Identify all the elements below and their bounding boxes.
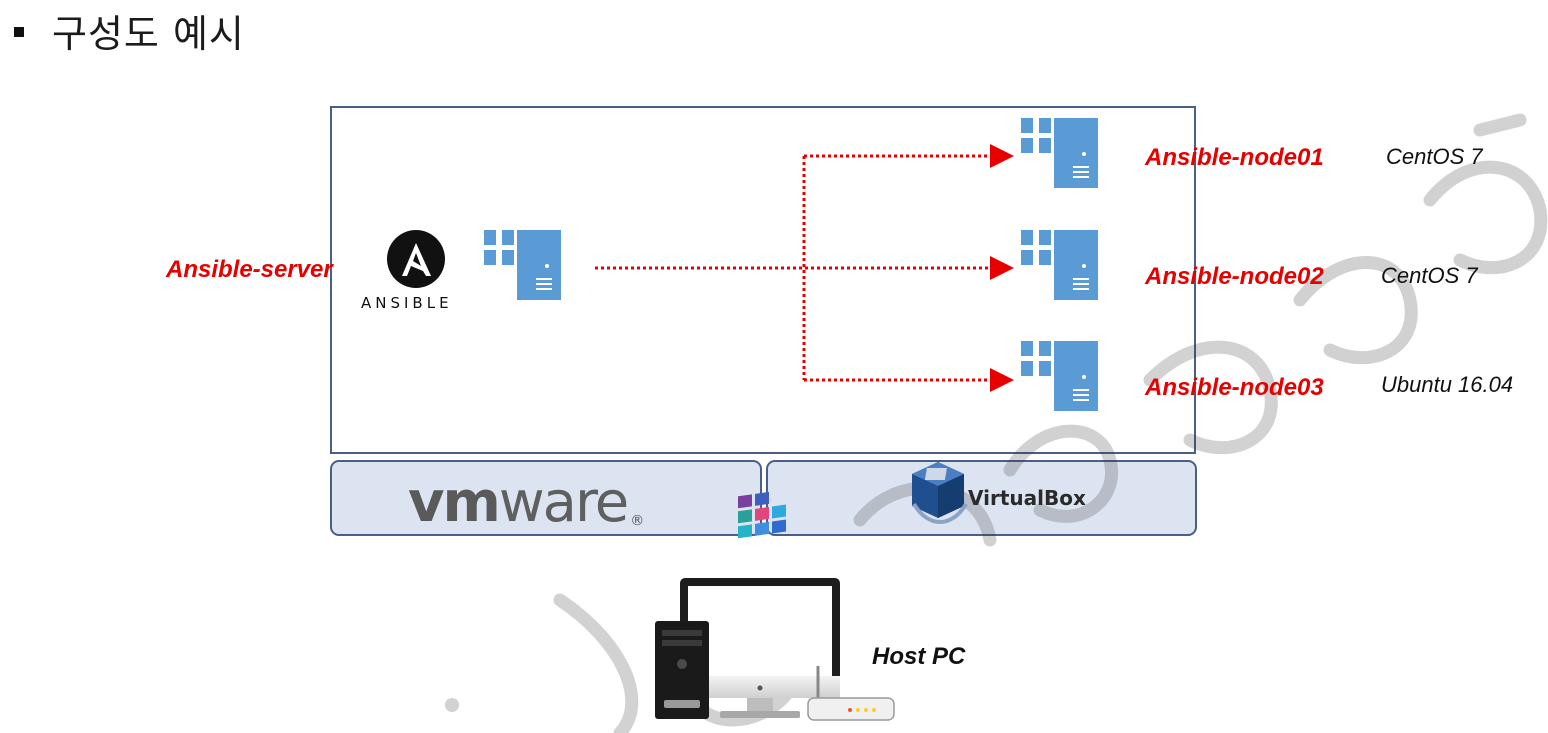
connector-lines [595,144,1014,392]
node-label-01: Ansible-node01 [1145,144,1324,171]
virtualbox-box [766,460,1197,536]
heading-title: 구성도 예시 [52,11,245,56]
vmware-logo-ware: ware [498,470,629,535]
server-icon [484,230,561,300]
bullet-icon [14,27,24,37]
vm-environment-box [330,106,1196,454]
vmware-logo-reg: ® [630,513,644,529]
node-label-03: Ansible-node03 [1145,374,1324,401]
node-os-01: CentOS 7 [1386,144,1483,169]
vmware-box [330,460,762,536]
server-icon [1021,118,1098,188]
node-os-02: CentOS 7 [1381,263,1478,288]
slide-heading: 구성도 예시 [14,2,245,58]
host-pc-icon [655,491,895,721]
virtualbox-label: VirtualBox [968,486,1086,510]
vmware-logo: vmware® [408,468,644,538]
vmware-logo-vm: vm [408,470,501,535]
server-label: Ansible-server [166,256,333,283]
watermark [445,113,1548,733]
virtualbox-icon [912,462,968,524]
ansible-logo-icon [387,230,445,288]
server-icon [1021,230,1098,300]
ansible-logo-text: ANSIBLE [361,294,453,312]
host-pc-label: Host PC [872,643,966,670]
node-os-03: Ubuntu 16.04 [1381,372,1514,397]
server-icon [1021,341,1098,411]
node-label-02: Ansible-node02 [1145,263,1324,290]
